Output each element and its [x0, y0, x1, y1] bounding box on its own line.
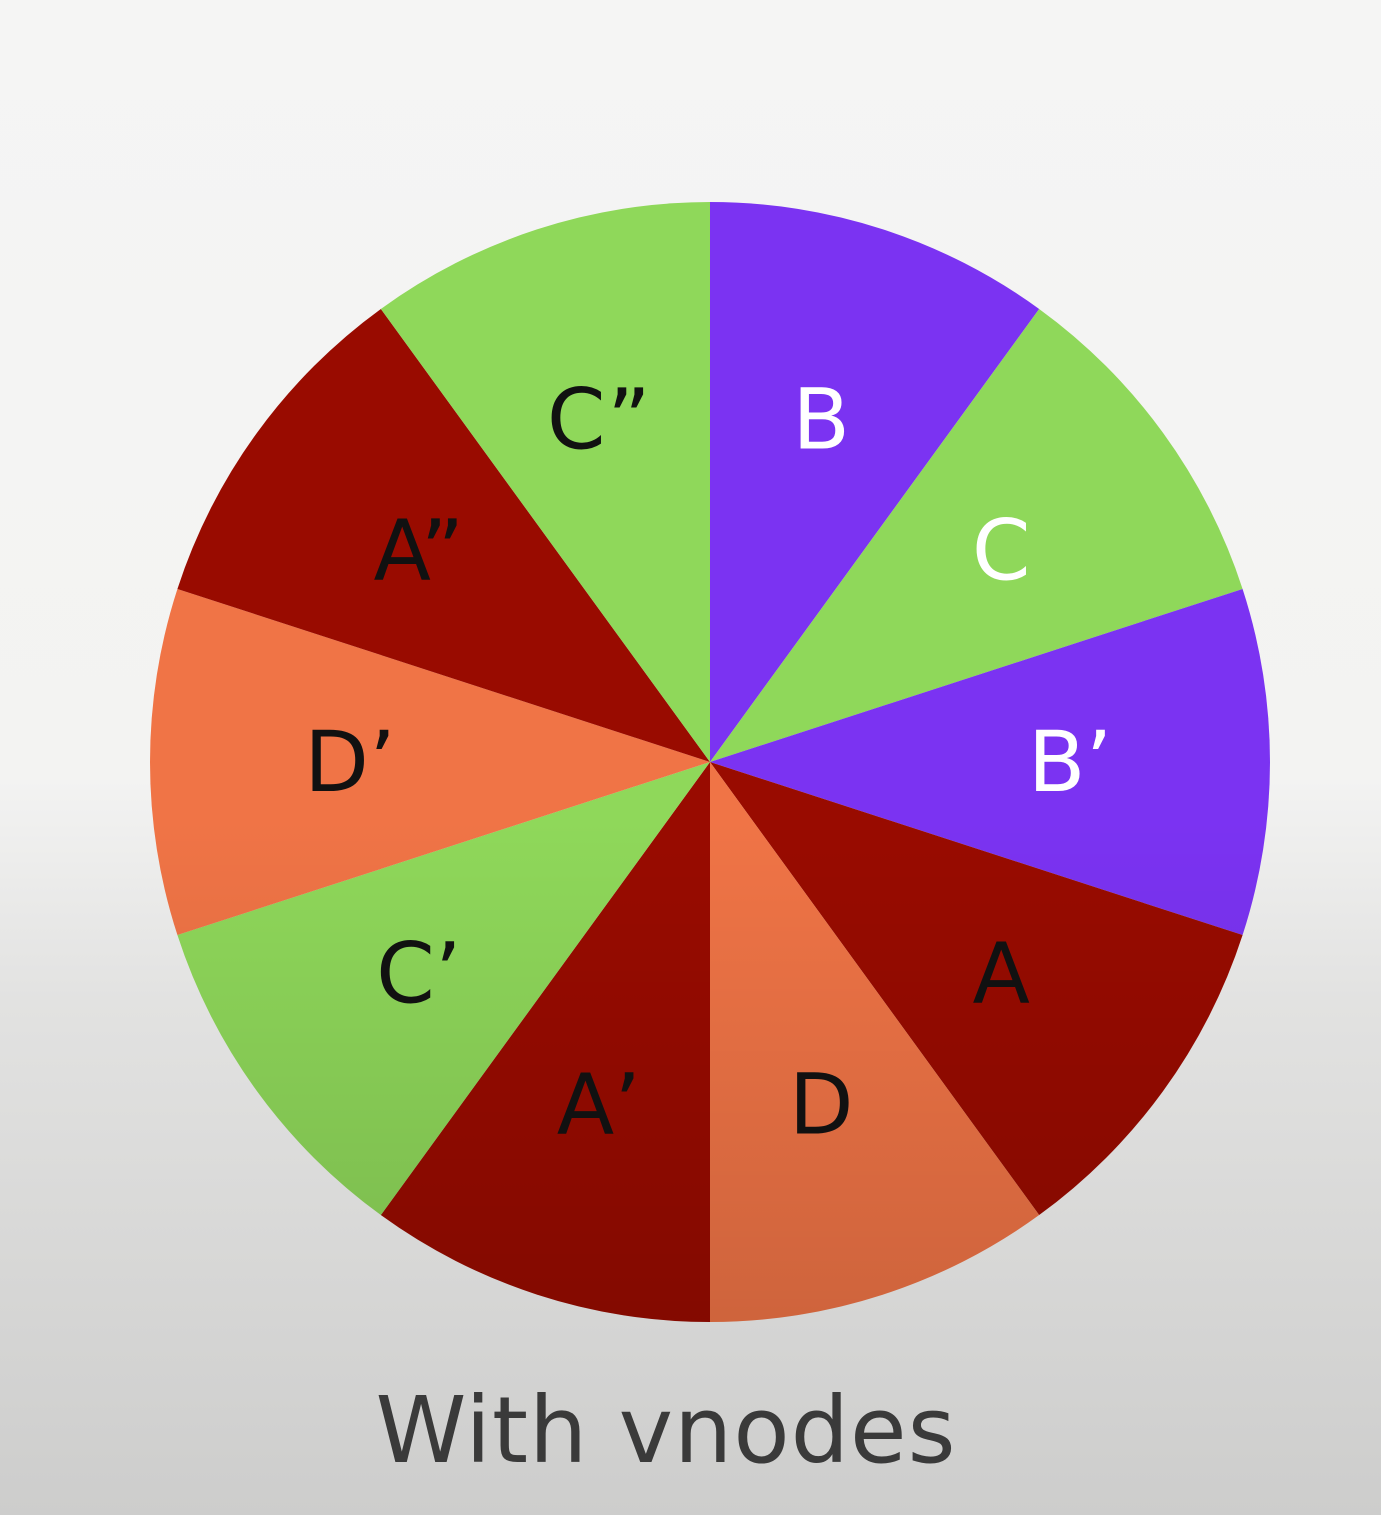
- segment-label-a-prime: A’: [557, 1055, 641, 1153]
- ring-shading: [150, 202, 1270, 1322]
- segment-label-d-prime: D’: [304, 713, 395, 811]
- segment-label-b: B: [792, 371, 850, 469]
- segment-label-a: A: [972, 925, 1029, 1023]
- segment-label-c-prime: C’: [376, 925, 461, 1023]
- diagram-caption: With vnodes: [375, 1377, 957, 1484]
- segment-label-c-double-prime: C”: [547, 371, 651, 469]
- segment-label-c: C: [972, 501, 1031, 599]
- segment-label-b-prime: B’: [1028, 713, 1112, 811]
- segment-label-a-double-prime: A”: [373, 501, 464, 599]
- segment-label-d: D: [789, 1055, 854, 1153]
